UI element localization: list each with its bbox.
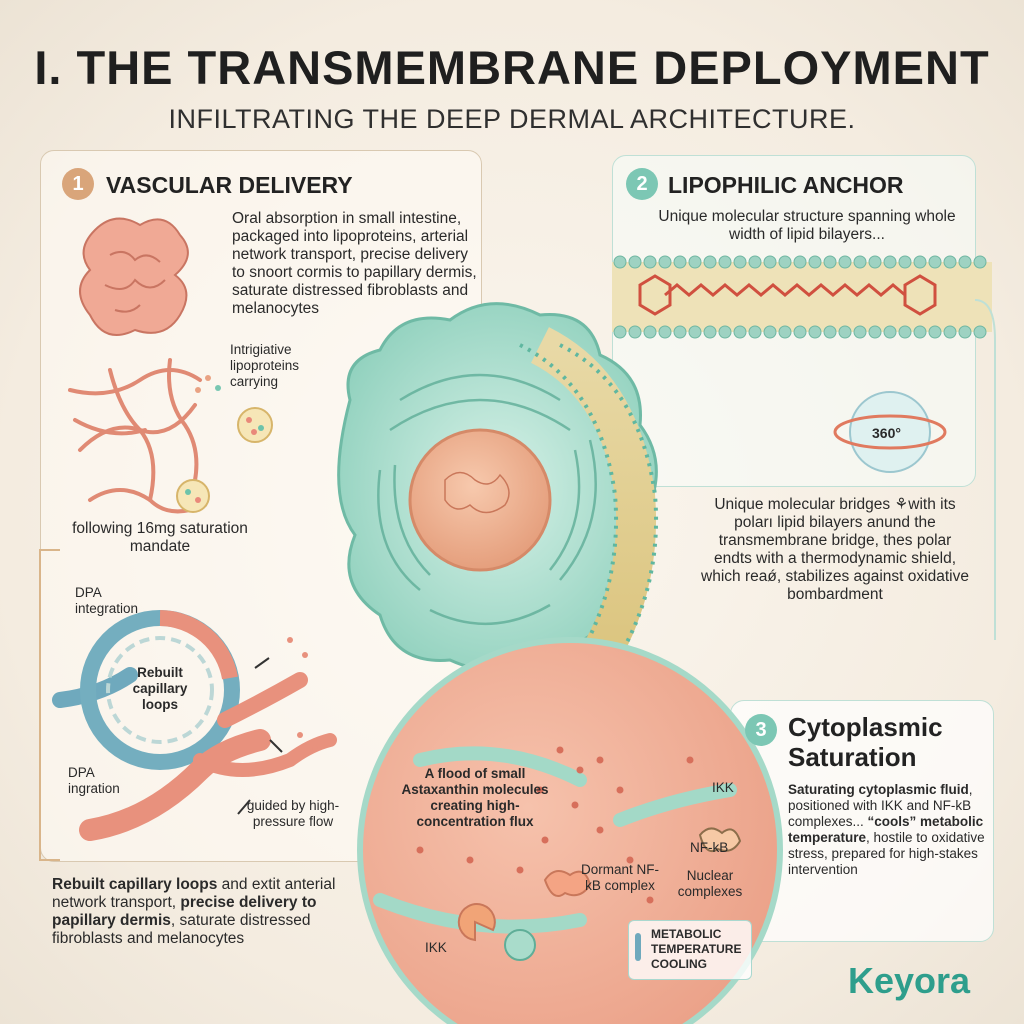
section3-title-line1: Cytoplasmic xyxy=(788,712,943,742)
section1-bottom-text: Rebuilt capillary loops and extit anteri… xyxy=(52,876,342,948)
ikk-bottom-label: IKK xyxy=(425,940,447,955)
page-title: I. THE TRANSMEMBRANE DEPLOYMENT xyxy=(34,41,990,94)
lipid-bilayer-panel xyxy=(612,255,992,339)
ikk-top-label: IKK xyxy=(712,780,734,795)
section3-text-1: , positioned with IKK and NF-kB complexe… xyxy=(788,782,973,829)
bottom-text-2: , saturate distressed fibroblasts and me… xyxy=(52,912,311,947)
section3-text-2: , hostile to oxidative stress, prepared … xyxy=(788,830,985,877)
dpa-integration-label: DPA integration xyxy=(75,585,139,616)
section3-title-line2: Saturation xyxy=(788,742,917,772)
section2-bridge-text: Unique molecular bridges ⚘with its polar… xyxy=(701,496,969,603)
connector-line xyxy=(974,299,996,640)
section2-badge: 2 xyxy=(626,168,658,200)
bottom-bold-1: Rebuilt capillary loops xyxy=(52,876,218,893)
section3-bold-2: “cools” metabolic temperature xyxy=(788,814,984,845)
nuclear-label: Nuclear complexes xyxy=(677,868,743,899)
section2-description: Unique molecular structure spanning whol… xyxy=(658,208,956,243)
bottom-bold-2: precise delivery to papillary dermis xyxy=(52,894,317,929)
dormant-label: Dormant NF-kB complex xyxy=(580,862,659,893)
flood-label: A flood of small Astaxanthin molecules c… xyxy=(401,766,549,829)
intestine-icon xyxy=(79,217,189,336)
lipoprotein-label: Intrigiative lipoproteins carrying xyxy=(230,342,300,389)
section1-badge: 1 xyxy=(62,168,94,200)
page-subtitle: INFILTRATING THE DEEP DERMAL ARCHITECTUR… xyxy=(168,104,856,134)
arterial-network-icon xyxy=(68,358,207,514)
section2-title: LIPOPHILIC ANCHOR xyxy=(668,172,904,198)
section1-description: Oral absorption in small intestine, pack… xyxy=(232,210,477,317)
rotation-sphere xyxy=(833,391,947,473)
rotation-label: 360° xyxy=(872,425,901,441)
lipoprotein-particles xyxy=(176,375,273,513)
saturation-label: following 16mg saturation mandate xyxy=(72,520,248,555)
flow-arrow xyxy=(39,549,60,861)
bottom-text-1: and extit anterial network transport, xyxy=(52,876,336,911)
section1-title: VASCULAR DELIVERY xyxy=(106,172,353,198)
capillary-loops-diagram xyxy=(52,610,337,841)
cooling-label: METABOLIC TEMPERATURE COOLING xyxy=(651,927,742,971)
thermometer-icon xyxy=(635,933,641,961)
section3-badge: 3 xyxy=(745,714,777,746)
section3-bold-1: Saturating cytoplasmic fluid xyxy=(788,782,969,797)
dpa-ingration-label: DPA ingration xyxy=(68,765,120,796)
brand-logo: Keyora xyxy=(848,960,971,1001)
nfkb-label: NF-kB xyxy=(690,840,729,855)
section3-text: Saturating cytoplasmic fluid, positioned… xyxy=(788,782,986,878)
cooling-badge: METABOLIC TEMPERATURE COOLING xyxy=(628,920,752,980)
rebuilt-loops-label: Rebuilt capillary loops xyxy=(132,665,188,712)
guided-label: guided by high-pressure flow xyxy=(246,798,340,829)
